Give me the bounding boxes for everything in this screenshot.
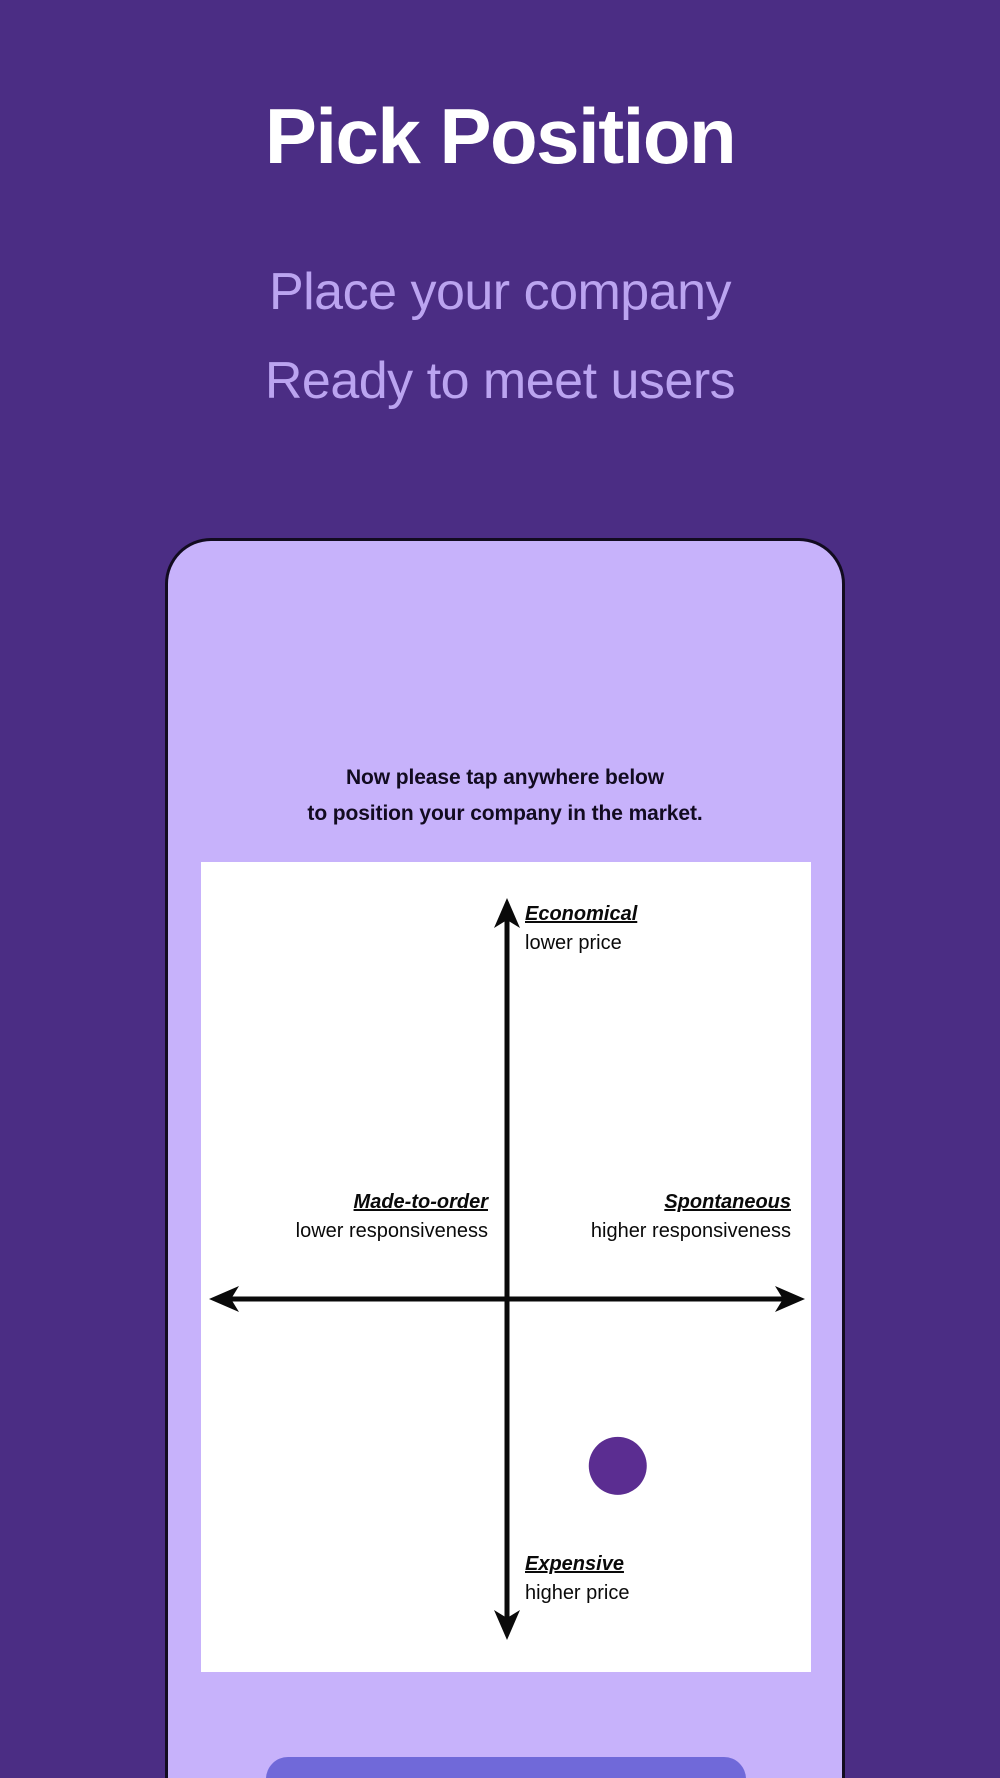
axis-label-top-title: Economical — [525, 903, 638, 925]
axis-label-left-title: Made-to-order — [354, 1191, 490, 1213]
axis-label-top: Economical lower price — [525, 903, 638, 954]
positioning-map-panel[interactable]: Economical lower price Expensive higher … — [201, 862, 811, 1672]
axis-label-right-subtitle: higher responsiveness — [591, 1220, 791, 1242]
page-title: Pick Position — [264, 92, 737, 180]
company-position-marker[interactable] — [588, 1436, 647, 1495]
arrow-head-down-icon — [494, 1610, 520, 1640]
axis-label-right-title: Spontaneous — [664, 1191, 791, 1213]
axis-label-left-subtitle: lower responsiveness — [296, 1220, 488, 1242]
positioning-map-svg[interactable]: Economical lower price Expensive higher … — [201, 862, 811, 1672]
page-subtitle-line-2: Ready to meet users — [264, 352, 736, 411]
axis-label-bottom-title: Expensive — [525, 1553, 624, 1575]
tap-instruction-line-2: to position your company in the market. — [307, 802, 703, 826]
arrow-head-right-icon — [775, 1286, 805, 1312]
tap-instructions: Now please tap anywhere below to positio… — [168, 760, 842, 832]
page-subtitle: Place your company Ready to meet users — [0, 248, 1000, 427]
page-subtitle-line-1: Place your company — [268, 263, 732, 321]
axis-label-top-subtitle: lower price — [525, 932, 622, 954]
axis-label-bottom: Expensive higher price — [525, 1553, 630, 1604]
phone-mockup: Now please tap anywhere below to positio… — [165, 538, 845, 1778]
axis-label-left: Made-to-order lower responsiveness — [296, 1191, 490, 1242]
axis-label-right: Spontaneous higher responsiveness — [591, 1191, 791, 1242]
arrow-head-left-icon — [209, 1286, 239, 1312]
tap-instruction-line-1: Now please tap anywhere below — [345, 766, 665, 789]
arrow-head-up-icon — [494, 898, 520, 928]
axis-label-bottom-subtitle: higher price — [525, 1582, 630, 1604]
continue-button[interactable] — [266, 1757, 746, 1778]
